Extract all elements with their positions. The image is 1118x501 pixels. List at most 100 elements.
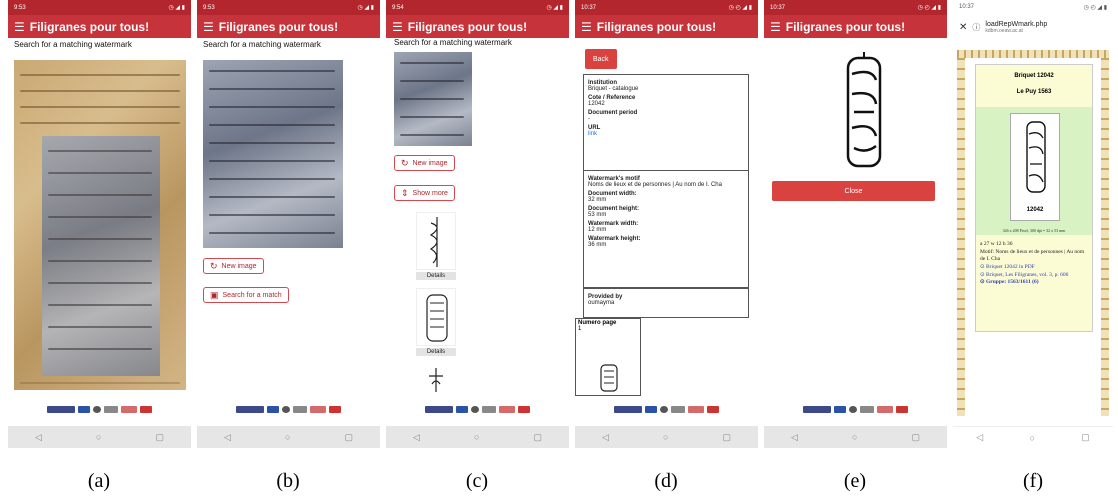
refresh-icon: ↻ [401,157,409,168]
provider-section: Provided by oumayma [588,294,623,306]
close-button[interactable]: Close [772,181,935,201]
status-bar: 9:53 ◷ ◢ ▮ [197,0,380,15]
record-subtitle: Le Puy 1563 [1016,89,1052,95]
page-heading: Search for a matching watermark [394,38,512,47]
nav-back-icon[interactable]: ◁ [35,431,42,442]
menu-icon[interactable]: ☰ [392,19,403,34]
caption-d: (d) [654,470,678,492]
search-document-icon: ▣ [210,289,219,300]
record-image-area: 12042 326 x 208 Pixel, 300 dpi = 32 x 53… [976,107,1092,235]
show-more-button[interactable]: ⇕ Show more [394,185,455,201]
menu-icon[interactable]: ☰ [14,19,25,34]
nav-recents-icon[interactable]: ▢ [722,431,731,442]
nav-home-icon[interactable]: ○ [662,432,669,442]
search-match-button[interactable]: ▣ Search for a match [203,287,289,303]
app-title: Filigranes pour tous! [407,19,528,34]
page-heading: Search for a matching watermark [14,40,132,49]
android-nav-bar: ◁ ○ ▢ [8,426,191,448]
status-bar: 9:54 ◷ ◢ ▮ [386,0,569,15]
nav-back-icon[interactable]: ◁ [224,431,231,442]
details-button[interactable]: Details [416,348,456,356]
phone-screen-d: 10:37 ◷ ◴ ◢ ▮ ☰ Filigranes pour tous! Ba… [575,0,758,452]
measure-section: Watermark's motif Noms de lieux et de pe… [584,171,748,289]
nav-recents-icon[interactable]: ▢ [533,431,542,442]
match-result-2[interactable] [416,288,456,346]
watermark-focus-area [42,136,160,376]
menu-icon[interactable]: ☰ [203,19,214,34]
status-time: 10:37 [581,4,597,11]
url-link[interactable]: link [588,131,598,137]
watermark-details-panel: Institution Briquet - catalogue Cote / R… [583,74,749,318]
nav-recents-icon[interactable]: ▢ [344,431,353,442]
app-bar: ☰ Filigranes pour tous! [575,15,758,38]
match-result-1[interactable] [416,212,456,270]
nav-back-icon[interactable]: ◁ [976,432,984,442]
nav-back-icon[interactable]: ◁ [791,431,798,442]
new-image-button[interactable]: ↻ New image [203,258,264,274]
group-link[interactable]: ⊙ Gruppe: 1563/1611 (6) [980,279,1039,286]
page-heading: Search for a matching watermark [203,40,321,49]
info-icon[interactable]: ⓘ [972,22,981,32]
phone-screen-f: 10:37 ◷ ◴ ◢ ▮ ✕ ⓘ loadRepWmark.php kdbm.… [953,0,1113,452]
status-icons: ◷ ◴ ◢ ▮ [728,5,752,11]
phone-screen-a: 9:53 ◷ ◢ ▮ ☰ Filigranes pour tous! Searc… [8,0,191,452]
captured-image-thumbnail [394,52,472,146]
expand-icon: ⇕ [401,187,409,198]
status-bar: 10:37 ◷ ◴ ◢ ▮ [764,0,947,15]
pdf-link[interactable]: ⊙ Briquet 12042 in PDF [980,264,1035,271]
nav-home-icon[interactable]: ○ [1029,432,1035,443]
watermark-thumbnail-icon [600,364,618,392]
app-title: Filigranes pour tous! [596,19,717,34]
back-button[interactable]: Back [585,49,617,69]
watermark-drawing-icon [846,52,882,168]
status-time: 10:37 [959,4,975,10]
close-tab-icon[interactable]: ✕ [959,21,968,33]
partner-logos [197,398,380,420]
status-time: 9:54 [392,4,404,11]
filigranes-link[interactable]: ⊙ Briquet, Les Filigranes, vol. 3, p. 60… [980,271,1069,278]
nav-home-icon[interactable]: ○ [473,432,480,442]
phone-screen-b: 9:53 ◷ ◢ ▮ ☰ Filigranes pour tous! Searc… [197,0,380,452]
android-nav-bar: ◁ ○ ▢ [953,426,1113,448]
refresh-icon: ↻ [210,260,218,271]
android-nav-bar: ◁ ○ ▢ [386,426,569,448]
caption-e: (e) [843,470,867,492]
nav-recents-icon[interactable]: ▢ [911,431,920,442]
nav-back-icon[interactable]: ◁ [602,431,609,442]
status-bar: 9:53 ◷ ◢ ▮ [8,0,191,15]
phone-screen-c: 9:54 ◷ ◢ ▮ ☰ Filigranes pour tous! Searc… [386,0,569,452]
android-nav-bar: ◁ ○ ▢ [197,426,380,448]
browser-address-bar[interactable]: ✕ ⓘ loadRepWmark.php kdbm.oeaw.ac.at [953,14,1113,40]
page-url-host: kdbm.oeaw.ac.at [985,27,1023,34]
app-bar: ☰ Filigranes pour tous! [764,15,947,38]
app-bar: ☰ Filigranes pour tous! [386,15,569,38]
watermark-thumbnail-icon [426,294,448,342]
android-nav-bar: ◁ ○ ▢ [575,426,758,448]
nav-recents-icon[interactable]: ▢ [155,431,164,442]
nav-home-icon[interactable]: ○ [284,432,291,442]
status-time: 9:53 [203,4,215,11]
nav-recents-icon[interactable]: ▢ [1081,432,1090,442]
menu-icon[interactable]: ☰ [581,19,592,34]
briquet-record-card: Briquet 12042 Le Puy 1563 12042 326 x 20… [975,64,1093,332]
details-button[interactable]: Details [416,272,456,280]
status-bar: 10:37 ◷ ◴ ◢ ▮ [953,0,1113,14]
nav-home-icon[interactable]: ○ [95,432,102,442]
watermark-thumbnail-icon [429,368,443,392]
menu-icon[interactable]: ☰ [770,19,781,34]
nav-home-icon[interactable]: ○ [851,432,858,442]
watermark-thumbnail-icon [429,217,438,267]
match-result-3[interactable] [416,364,456,394]
new-image-button[interactable]: ↻ New image [394,155,455,171]
partner-logos [575,398,758,420]
camera-preview[interactable] [14,60,186,390]
captured-image [203,60,343,248]
nav-back-icon[interactable]: ◁ [413,431,420,442]
status-icons: ◷ ◴ ◢ ▮ [1083,4,1107,11]
page-url-title: loadRepWmark.php [985,20,1048,28]
android-nav-bar: ◁ ○ ▢ [764,426,947,448]
caption-b: (b) [276,470,300,492]
status-bar: 10:37 ◷ ◴ ◢ ▮ [575,0,758,15]
caption-a: (a) [87,470,111,492]
partner-logos [764,398,947,420]
